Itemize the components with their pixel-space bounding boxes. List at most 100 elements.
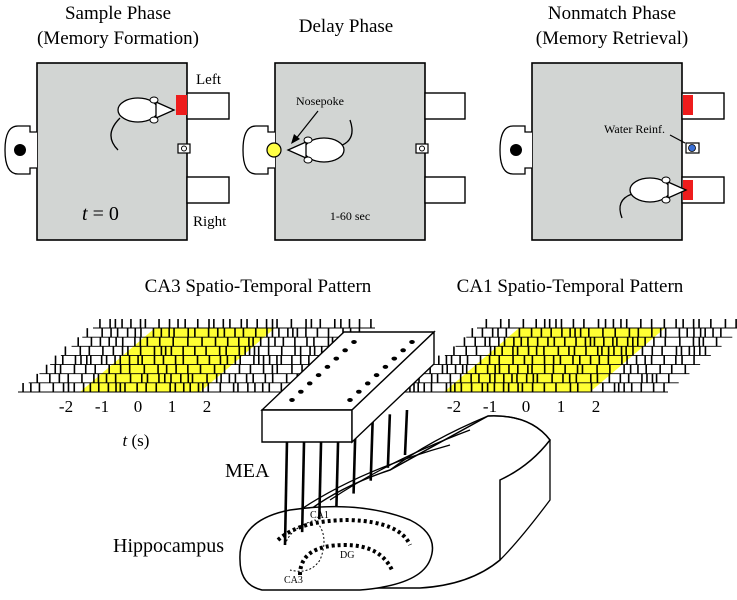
dg-granule-layer <box>298 542 394 576</box>
tick-label: -2 <box>447 397 461 416</box>
rat-icon <box>286 119 353 164</box>
hippocampus-label: Hippocampus <box>113 535 224 557</box>
electrode-shank <box>300 435 306 533</box>
water-port-icon <box>415 143 429 154</box>
rat-head <box>667 180 688 200</box>
ca3-label: CA3 <box>284 575 303 586</box>
right-lever-housing <box>186 176 230 204</box>
axis-var: t <box>123 431 129 450</box>
slice-outline <box>487 415 551 561</box>
rat-icon <box>619 176 688 219</box>
axis-label: t (s) <box>123 431 150 450</box>
ca3-raster <box>18 319 375 393</box>
rat-ear <box>303 156 313 164</box>
electrode-contact <box>289 398 295 402</box>
rat-ear <box>661 176 671 184</box>
rat-ear <box>661 196 671 204</box>
tick-label: 2 <box>592 397 601 416</box>
electrode-contact <box>351 340 357 344</box>
arrow-head <box>291 134 300 144</box>
nonmatch-chamber: Water Reinf. <box>499 62 725 241</box>
ca3-axis: -2 -1 0 1 2 t (s) <box>59 397 211 450</box>
mea-probe <box>260 330 436 546</box>
axis-unit: (s) <box>127 431 149 450</box>
left-lever-housing <box>424 92 466 120</box>
right-label: Right <box>193 214 227 230</box>
highlight-window <box>80 328 275 392</box>
electrode-shank <box>317 431 323 520</box>
dg-label: DG <box>340 550 354 561</box>
rat-tail <box>619 193 633 219</box>
nosepoke-device <box>242 125 275 175</box>
slice-outline <box>389 415 489 471</box>
slice-face <box>239 505 434 591</box>
nosepoke-light-icon <box>266 142 282 158</box>
water-port-hole <box>419 145 425 152</box>
electrode-contact <box>364 381 371 386</box>
left-label: Left <box>196 72 222 88</box>
hippocampus-slice: CA1 CA3 DG <box>239 415 551 591</box>
t-var: t <box>82 203 88 225</box>
mea-label: MEA <box>225 460 270 482</box>
nosepoke-label: Nosepoke <box>296 94 344 108</box>
electrode-contact <box>356 389 362 394</box>
tick-label: 1 <box>168 397 177 416</box>
nonmatch-phase-title: Nonmatch Phase <box>548 3 676 24</box>
water-port-icon <box>177 143 191 154</box>
electrode-contact <box>298 389 304 394</box>
tick-label: 0 <box>522 397 531 416</box>
ca1-raster <box>402 319 737 393</box>
water-label: Water Reinf. <box>604 122 665 136</box>
tick-label: 2 <box>203 397 212 416</box>
mea-side-face <box>351 330 435 444</box>
nosepoke-arrow <box>294 110 319 141</box>
electrode-contact <box>382 364 389 369</box>
nonmatch-phase-subtitle: (Memory Retrieval) <box>536 28 688 49</box>
delay-phase-title: Delay Phase <box>299 16 393 37</box>
water-port-hole <box>181 145 187 152</box>
ca3-region-outline <box>284 519 325 572</box>
electrode-contact <box>409 340 415 344</box>
water-arrow <box>669 134 686 144</box>
delay-chamber: Nosepoke 1-60 sec <box>242 62 466 241</box>
electrode-contact <box>342 348 348 353</box>
electrode-array <box>283 409 409 546</box>
electrode-contact <box>347 398 353 402</box>
chamber-box <box>36 62 188 241</box>
chamber-box <box>531 62 683 241</box>
mea-contacts <box>289 340 415 402</box>
water-dot-icon <box>688 144 696 152</box>
left-lever-housing <box>186 92 230 120</box>
right-lever-housing <box>424 176 466 204</box>
tick-label: -1 <box>95 397 109 416</box>
nosepoke-hole-icon <box>510 144 522 156</box>
electrode-shank <box>369 418 375 481</box>
time-zero-label: t = 0 <box>82 203 119 225</box>
electrode-shank <box>403 409 409 456</box>
electrode-contact <box>333 356 340 361</box>
electrode-contact <box>315 373 322 378</box>
rat-ear <box>149 96 159 104</box>
tick-label: -1 <box>483 397 497 416</box>
rat-ear <box>303 136 313 144</box>
electrode-contact <box>391 356 398 361</box>
tick-label: -2 <box>59 397 73 416</box>
rat-head <box>286 140 307 160</box>
lever-icon <box>683 95 693 115</box>
ca-pyramidal-layer <box>276 517 412 546</box>
delay-range-label: 1-60 sec <box>330 209 370 223</box>
electrode-contact <box>373 373 380 378</box>
highlight-window <box>444 328 665 392</box>
sample-phase-subtitle: (Memory Formation) <box>37 28 199 49</box>
sample-phase-title: Sample Phase <box>65 3 171 24</box>
electrode-shank <box>386 414 392 468</box>
electrode-shank <box>283 439 289 546</box>
electrode-contact <box>324 364 331 369</box>
nosepoke-hole-icon <box>14 144 26 156</box>
electrode-contact <box>400 348 406 353</box>
rat-icon <box>110 96 176 151</box>
ca1-pattern-title: CA1 Spatio-Temporal Pattern <box>457 276 684 297</box>
rat-head <box>155 100 176 120</box>
left-lever <box>176 95 187 115</box>
